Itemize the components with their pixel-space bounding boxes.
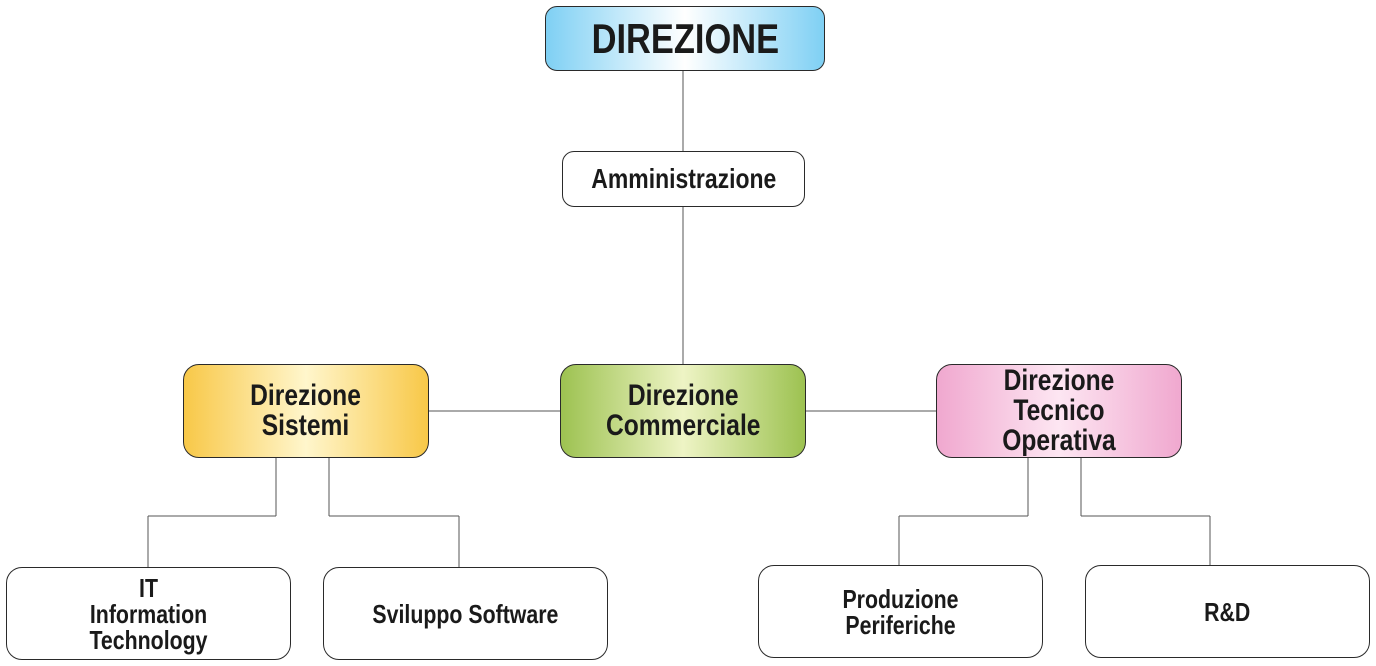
sviluppo-software-box[interactable]: Sviluppo Software xyxy=(323,567,608,660)
amministrazione-label: Amministrazione xyxy=(590,163,776,194)
direzione-commerciale-label: Direzione Commerciale xyxy=(605,379,761,442)
it-box[interactable]: IT Information Technology xyxy=(6,567,291,660)
amministrazione-box[interactable]: Amministrazione xyxy=(562,151,805,207)
direzione-sistemi-box[interactable]: Direzione Sistemi xyxy=(183,364,429,458)
it-label: IT Information Technology xyxy=(89,572,208,655)
direzione-tecnico-operativa-box[interactable]: Direzione Tecnico Operativa xyxy=(936,364,1182,458)
direzione-sistemi-label: Direzione Sistemi xyxy=(250,379,362,442)
rd-label: R&D xyxy=(1204,596,1251,627)
produzione-periferiche-box[interactable]: Produzione Periferiche xyxy=(758,565,1043,658)
direzione-tecnico-operativa-label: Direzione Tecnico Operativa xyxy=(1002,364,1116,457)
rd-box[interactable]: R&D xyxy=(1085,565,1370,658)
direzione-commerciale-box[interactable]: Direzione Commerciale xyxy=(560,364,806,458)
direzione-box[interactable]: DIREZIONE xyxy=(545,6,825,71)
produzione-periferiche-label: Produzione Periferiche xyxy=(842,583,959,640)
direzione-label: DIREZIONE xyxy=(591,14,779,62)
sviluppo-software-label: Sviluppo Software xyxy=(372,598,559,629)
